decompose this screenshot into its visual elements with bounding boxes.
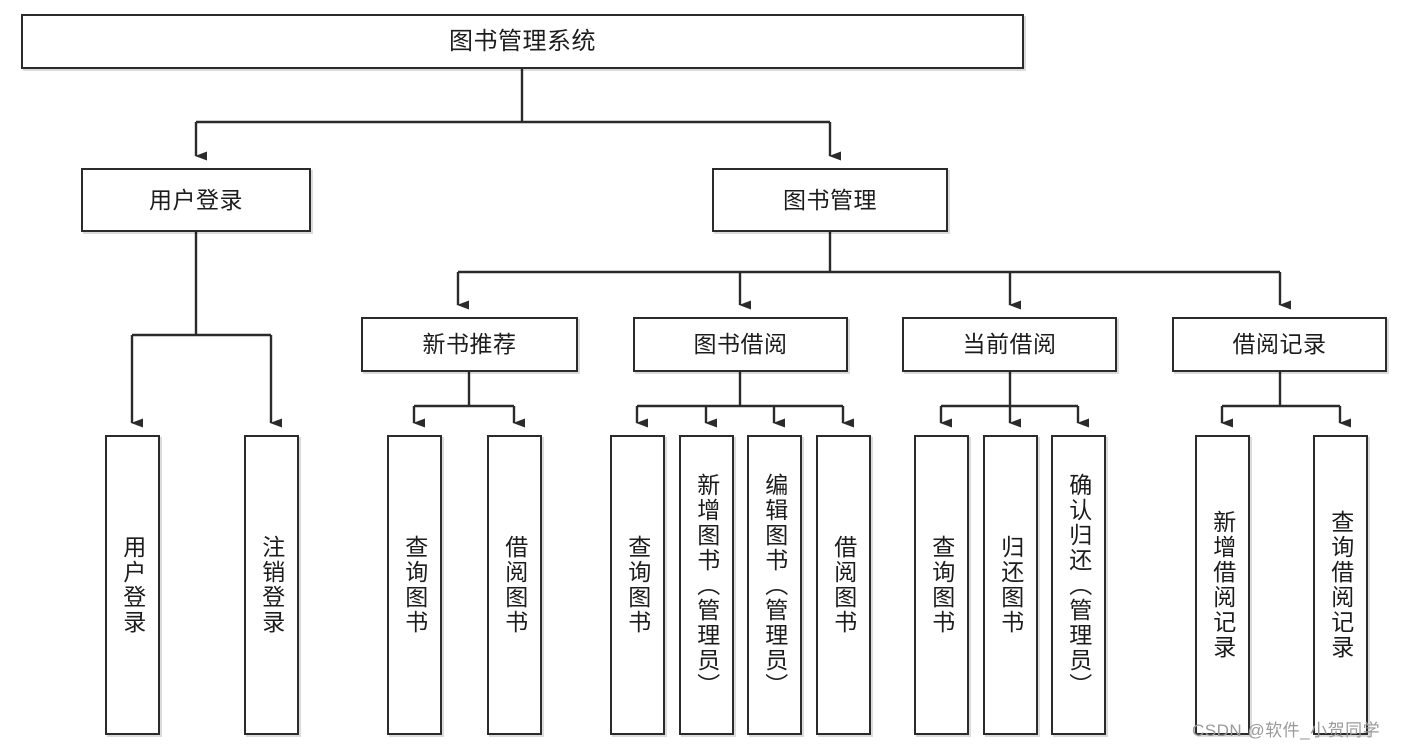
leaf-borrow-borrow-book-label: 借阅图书 [830, 535, 857, 635]
leaf-records-add[interactable]: 新增借阅记录 [1195, 435, 1250, 735]
leaf-current-return-book-label: 归还图书 [997, 535, 1024, 635]
leaf-borrow-edit-book[interactable]: 编辑图书（管理员） [747, 435, 802, 735]
leaf-records-add-label: 新增借阅记录 [1209, 510, 1236, 660]
leaf-borrow-add-book-label: 新增图书（管理员） [693, 472, 720, 698]
leaf-user-login-signin[interactable]: 用户登录 [105, 435, 160, 735]
leaf-new-book-query-label: 查询图书 [401, 535, 428, 635]
leaf-records-query[interactable]: 查询借阅记录 [1313, 435, 1368, 735]
node-book-management-label: 图书管理 [783, 186, 877, 213]
leaf-current-query-book-label: 查询图书 [928, 535, 955, 635]
node-user-login[interactable]: 用户登录 [81, 168, 311, 232]
leaf-new-book-borrow[interactable]: 借阅图书 [487, 435, 542, 735]
leaf-borrow-query-book[interactable]: 查询图书 [610, 435, 665, 735]
node-root[interactable]: 图书管理系统 [21, 14, 1024, 69]
leaf-new-book-query[interactable]: 查询图书 [387, 435, 442, 735]
leaf-current-confirm-return-label: 确认归还（管理员） [1065, 472, 1092, 698]
leaf-borrow-borrow-book[interactable]: 借阅图书 [816, 435, 871, 735]
leaf-user-login-signin-label: 用户登录 [119, 535, 146, 635]
csdn-watermark: CSDN @软件_小贺同学 [1192, 721, 1381, 740]
node-current-borrow-label: 当前借阅 [962, 331, 1057, 358]
leaf-borrow-edit-book-label: 编辑图书（管理员） [761, 472, 788, 698]
node-new-book-recommend[interactable]: 新书推荐 [361, 317, 578, 372]
leaf-user-login-signout[interactable]: 注销登录 [244, 435, 299, 735]
node-book-borrow-label: 图书借阅 [693, 331, 788, 358]
node-borrow-records-label: 借阅记录 [1232, 331, 1327, 358]
node-current-borrow[interactable]: 当前借阅 [902, 317, 1117, 372]
leaf-records-query-label: 查询借阅记录 [1327, 510, 1354, 660]
leaf-user-login-signout-label: 注销登录 [258, 535, 285, 635]
leaf-current-confirm-return[interactable]: 确认归还（管理员） [1051, 435, 1106, 735]
node-book-management[interactable]: 图书管理 [712, 168, 948, 232]
node-root-label: 图书管理系统 [449, 27, 596, 55]
leaf-borrow-add-book[interactable]: 新增图书（管理员） [679, 435, 734, 735]
node-new-book-recommend-label: 新书推荐 [422, 331, 517, 358]
leaf-current-return-book[interactable]: 归还图书 [983, 435, 1038, 735]
leaf-borrow-query-book-label: 查询图书 [624, 535, 651, 635]
leaf-new-book-borrow-label: 借阅图书 [501, 535, 528, 635]
leaf-current-query-book[interactable]: 查询图书 [914, 435, 969, 735]
node-borrow-records[interactable]: 借阅记录 [1172, 317, 1387, 372]
node-user-login-label: 用户登录 [149, 186, 243, 213]
node-book-borrow[interactable]: 图书借阅 [633, 317, 848, 372]
